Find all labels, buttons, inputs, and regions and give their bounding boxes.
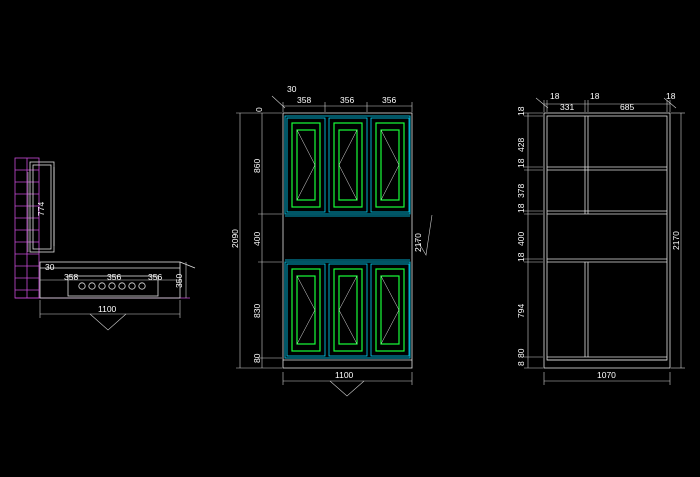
section-dim-left-18a: 18: [516, 106, 526, 116]
front-cyan-frames: [284, 115, 411, 359]
section-view: 18 331 18 685 18 18 428 18 378 18 400 18…: [516, 91, 685, 385]
section-frame: [543, 112, 671, 369]
plan-side-panel: [29, 161, 55, 253]
section-dim-428: 428: [516, 138, 526, 152]
front-dim-356b: 356: [382, 95, 396, 105]
plan-dim-358: 358: [64, 272, 78, 282]
wall-hatch: [14, 157, 190, 299]
section-dim-8: 8: [516, 361, 526, 366]
front-door-panels: [291, 122, 405, 352]
front-dim-2090: 2090: [230, 229, 240, 248]
front-dims: [236, 95, 433, 397]
section-dim-left-18b: 18: [516, 158, 526, 168]
plan-view: 30 358 356 356 774 1100 350: [14, 157, 196, 331]
front-opening-marks: [296, 129, 400, 345]
section-dim-331: 331: [560, 102, 574, 112]
plan-holes: [78, 282, 146, 290]
section-dims: [524, 97, 685, 385]
section-dim-left-18d: 18: [516, 252, 526, 262]
plan-dim-356b: 356: [148, 272, 162, 282]
section-dim-18b: 18: [590, 91, 600, 101]
section-dim-685: 685: [620, 102, 634, 112]
section-dim-18a: 18: [550, 91, 560, 101]
front-dim-2170: 2170: [413, 233, 423, 252]
front-dim-1100: 1100: [335, 370, 354, 380]
front-dim-400: 400: [252, 232, 262, 246]
front-dim-860: 860: [252, 159, 262, 173]
section-dim-80: 80: [516, 348, 526, 358]
plan-dim-1100: 1100: [98, 304, 117, 314]
section-dim-378: 378: [516, 184, 526, 198]
section-dim-794: 794: [516, 304, 526, 318]
front-dim-30: 30: [287, 84, 297, 94]
front-dim-0: 0: [254, 107, 264, 112]
front-frame: [282, 112, 413, 369]
section-dim-400: 400: [516, 232, 526, 246]
plan-dim-350: 350: [174, 274, 184, 288]
front-dim-830: 830: [252, 304, 262, 318]
section-dim-18c: 18: [666, 91, 676, 101]
plan-dim-356: 356: [107, 272, 121, 282]
section-dim-2170: 2170: [671, 231, 681, 250]
plan-dim-30: 30: [45, 262, 55, 272]
plan-dims: [27, 172, 187, 331]
front-view: 30 0 358 356 356 2090 860 400 830 80 217…: [230, 84, 433, 397]
front-dim-80: 80: [252, 353, 262, 363]
section-dim-1070: 1070: [597, 370, 616, 380]
section-dim-left-18c: 18: [516, 203, 526, 213]
front-dim-358: 358: [297, 95, 311, 105]
front-dim-356a: 356: [340, 95, 354, 105]
plan-dim-774: 774: [36, 202, 46, 216]
